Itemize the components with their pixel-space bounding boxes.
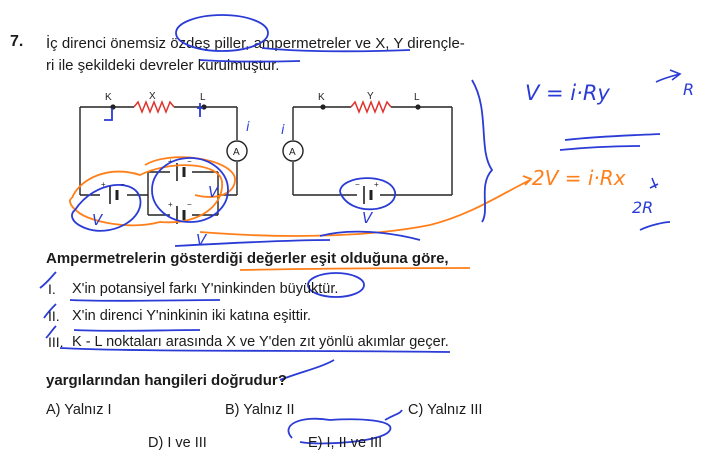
- statement-2-text: X'in direnci Y'ninkinin iki katına eşitt…: [72, 308, 311, 324]
- hw-eq1-note: R: [683, 80, 694, 99]
- label-a1: A: [233, 147, 240, 158]
- circuit-2: [292, 106, 453, 196]
- hw-v4: V: [362, 209, 374, 227]
- question-text-line1: İç direnci önemsiz özdeş piller, amperme…: [46, 35, 465, 52]
- battery-1: [109, 186, 119, 204]
- ammeter-1: [226, 140, 248, 162]
- label-a2: A: [289, 147, 296, 158]
- svg-text:−: −: [355, 180, 360, 189]
- orange-annotations: [69, 156, 533, 271]
- hw-v1: V: [92, 211, 104, 229]
- condition-text: Ampermetrelerin gösterdiği değerler eşit…: [46, 250, 449, 267]
- svg-text:−: −: [187, 157, 192, 166]
- statement-1-text: X'in potansiyel farkı Y'ninkinden büyükt…: [72, 281, 339, 297]
- hw-eq2-note: 2R: [632, 198, 653, 217]
- question-number: 7.: [10, 33, 24, 50]
- statement-3-text: K - L noktaları arasında X ve Y'den zıt …: [72, 334, 449, 350]
- statement-2-roman: II.: [48, 308, 60, 324]
- ammeter-2: [282, 140, 304, 162]
- option-a[interactable]: A) Yalnız I: [46, 402, 112, 418]
- question-ask: yargılarından hangileri doğrudur?: [46, 372, 287, 389]
- option-b[interactable]: B) Yalnız II: [225, 402, 295, 418]
- battery-4: [363, 186, 373, 204]
- option-d[interactable]: D) I ve III: [148, 435, 207, 451]
- label-x: X: [149, 91, 156, 102]
- svg-text:+: +: [374, 180, 379, 189]
- hw-i2: i: [281, 123, 285, 138]
- svg-text:+: +: [101, 180, 106, 189]
- label-k2: K: [318, 92, 325, 103]
- label-l2: L: [414, 92, 420, 103]
- hw-eq1: V = i·Ry: [525, 81, 610, 105]
- option-e[interactable]: E) I, II ve III: [308, 435, 383, 451]
- label-y: Y: [367, 91, 374, 102]
- hw-v3: V: [196, 231, 208, 249]
- node-k2: [320, 104, 326, 110]
- option-c[interactable]: C) Yalnız III: [408, 402, 483, 418]
- hw-i1: i: [246, 120, 250, 135]
- label-k1: K: [105, 92, 112, 103]
- node-l2: [415, 104, 421, 110]
- statement-3-roman: III.: [48, 334, 64, 350]
- svg-text:+: +: [168, 200, 173, 209]
- statement-1-roman: I.: [48, 281, 56, 297]
- resistor-x: [133, 99, 175, 115]
- hw-v2: V: [208, 183, 220, 201]
- hw-eq2: 2V = i·Rx: [532, 166, 626, 190]
- blue-annotations: [39, 14, 671, 445]
- label-l1: L: [200, 92, 206, 103]
- resistor-y: [350, 99, 392, 115]
- svg-text:−: −: [187, 200, 192, 209]
